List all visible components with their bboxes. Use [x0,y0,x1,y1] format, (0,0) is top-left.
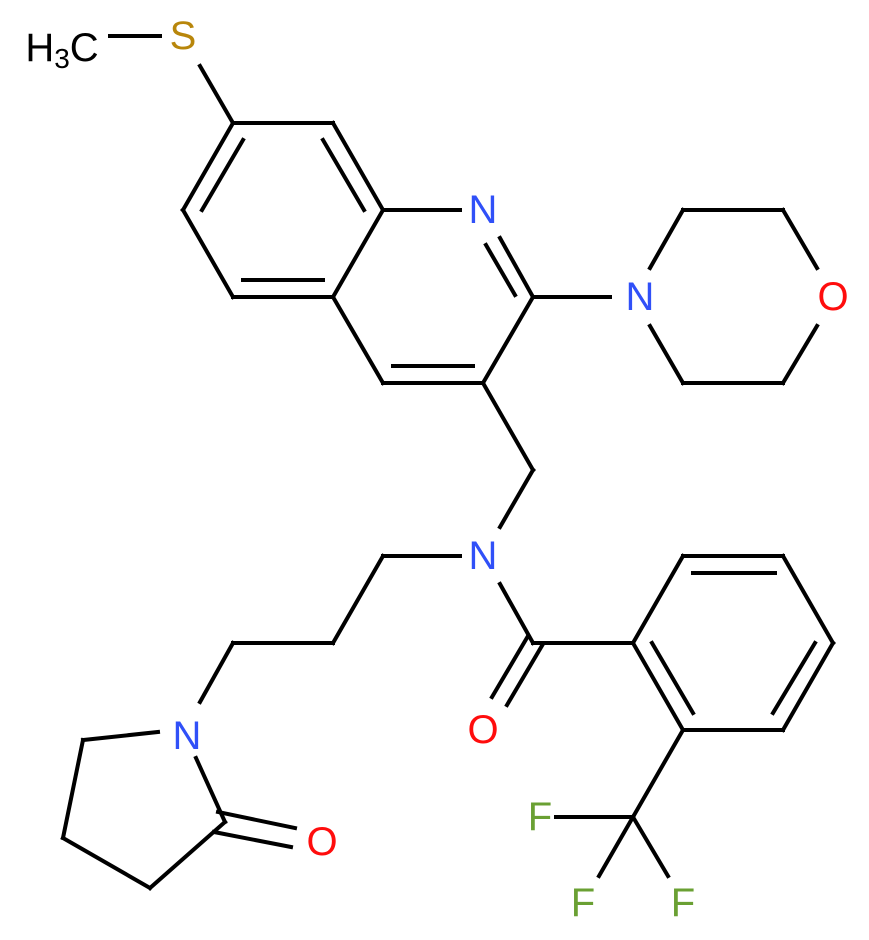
bond-line [497,581,536,646]
bond-layer [60,34,836,891]
bond-line [630,727,686,820]
bond-line [60,835,153,891]
bond-line [480,294,536,386]
bond-line [630,553,686,646]
bond-line [330,294,386,386]
bond-line [197,63,236,126]
bond-line [647,207,686,271]
bond-line [596,814,636,879]
atom-label-n_quin: N [469,188,498,232]
bond-line [489,633,531,700]
atom-label-s: S [170,14,197,58]
bond-line [330,207,386,300]
bond-line [770,640,818,716]
atom-label-o_amide: O [467,708,498,752]
bond-line [483,242,518,298]
bond-line [780,207,820,271]
atom-label-ch3: H3C [25,26,98,74]
bond-line [780,640,836,733]
atom-label-o_morph: O [817,275,848,319]
bond-line [60,737,86,841]
bond-line [630,814,671,879]
bond-line [330,120,386,213]
bond-line [197,640,236,705]
bond-line [780,323,820,386]
bond-line [504,641,546,708]
bond-line [497,467,536,530]
bond-line [80,729,161,743]
atom-label-n_morph: N [626,275,655,319]
bond-line [630,640,686,733]
bond-line [497,235,536,300]
bond-line [320,137,367,213]
bond-line [480,380,536,473]
bond-line [330,553,386,646]
atom-label-f2: F [571,881,595,925]
bond-line [215,809,298,831]
atom-label-f1: F [528,795,552,839]
bond-line [649,640,696,716]
bond-line [199,137,246,213]
atom-label-f3: F [671,881,695,925]
atom-label-o_pyrr: O [306,820,337,864]
bond-line [180,120,236,213]
bond-line [180,207,236,300]
bond-line [211,829,294,850]
atom-label-n_pyrr: N [173,714,202,758]
bond-line [780,553,836,646]
bond-line [647,323,686,386]
atom-label-n_amide: N [469,534,498,578]
